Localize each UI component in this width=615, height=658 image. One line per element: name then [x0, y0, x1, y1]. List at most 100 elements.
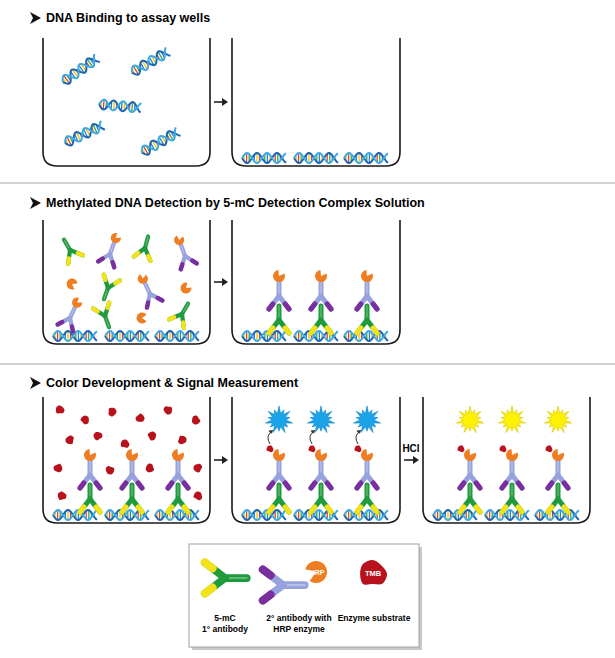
dna-strand	[242, 331, 286, 341]
substrate-label: TMB	[365, 570, 381, 578]
legend-text: 5-mC 1° antibody	[194, 613, 256, 634]
antibody-chain	[185, 253, 197, 266]
primary-antibody	[311, 306, 331, 333]
tmb-substrate	[457, 444, 466, 452]
dna-strand	[344, 153, 388, 163]
primary-antibody	[122, 485, 142, 512]
antibody-chain	[138, 507, 142, 512]
antibody-chain	[181, 323, 186, 328]
antibody-chain	[327, 483, 331, 488]
base-pair	[78, 331, 79, 341]
antibody-chain	[93, 306, 105, 319]
tmb-substrate	[108, 408, 117, 417]
base-pair	[256, 510, 257, 520]
dna-helix	[129, 47, 170, 77]
antibody-chain	[327, 507, 331, 512]
hrp-enzyme	[70, 296, 83, 310]
antibody-chain	[373, 507, 377, 512]
antibody-chain	[279, 320, 289, 333]
antibody-chain	[373, 483, 377, 488]
base-pair	[369, 331, 370, 341]
secondary-antibody	[502, 448, 522, 488]
base-pair	[57, 331, 58, 341]
base-pair	[298, 510, 299, 520]
antibody-chain	[184, 483, 188, 488]
tmb-substrate	[56, 405, 65, 413]
dna-strand	[242, 153, 286, 163]
tmb-substrate	[354, 444, 363, 452]
base-pair	[119, 331, 120, 341]
base-pair	[130, 331, 131, 341]
signal-burst	[498, 406, 525, 433]
antibody-chain	[502, 483, 506, 488]
signal-burst	[265, 406, 292, 433]
antibody-chain	[311, 328, 315, 333]
hrp-enzyme	[170, 448, 186, 463]
assay-well	[43, 397, 210, 523]
secondary-antibody	[548, 448, 568, 488]
tmb-substrate	[92, 430, 104, 441]
base-pair	[348, 331, 349, 341]
bullet-arrow	[30, 377, 41, 389]
base-pair	[358, 153, 359, 163]
antibody-chain	[476, 483, 480, 488]
dna-helix	[60, 54, 100, 86]
section-band: Methylated DNA Detection by 5-mC Detecti…	[0, 190, 615, 360]
antibody-chain	[169, 316, 174, 321]
section-heading: Color Development & Signal Measurement	[46, 376, 298, 391]
primary-antibody	[357, 306, 377, 333]
antibody-chain	[205, 578, 225, 594]
base-pair	[560, 510, 561, 520]
step-arrow	[214, 459, 223, 461]
tmb-substrate	[499, 444, 508, 452]
antibody-chain	[147, 256, 151, 261]
hrp-enzyme	[173, 235, 185, 246]
base-pair	[510, 510, 511, 520]
dna-strand	[53, 510, 97, 520]
antibody-chain	[138, 483, 142, 488]
antibody-chain	[65, 318, 77, 332]
secondary-antibody	[357, 269, 377, 309]
primary-antibody	[502, 485, 522, 512]
dna-helix	[53, 510, 97, 520]
secondary-antibody	[98, 229, 126, 267]
dna-helix	[344, 153, 388, 163]
dna-strand	[53, 510, 97, 520]
antibody-chain	[100, 275, 112, 288]
base-pair	[348, 153, 349, 163]
base-pair	[246, 510, 247, 520]
separator-line	[0, 183, 615, 184]
antibody-chain	[269, 483, 273, 488]
dna-strand	[433, 510, 477, 520]
antibody-chain	[367, 499, 377, 512]
antibody-chain	[564, 507, 568, 512]
dna-strand	[99, 99, 142, 113]
antibody-chain	[106, 254, 118, 267]
primary-antibody	[134, 234, 156, 261]
dna-helix	[63, 121, 105, 148]
secondary-antibody	[269, 448, 289, 488]
antibody-chain	[70, 326, 75, 331]
antibody-chain	[58, 321, 63, 326]
antibody-chain	[269, 328, 273, 333]
dna-helix	[242, 153, 286, 163]
signal-burst	[307, 406, 334, 433]
antibody-chain	[321, 499, 331, 512]
primary-antibody	[168, 485, 188, 512]
dna-helix	[344, 331, 388, 341]
arrow-head	[357, 430, 362, 434]
primary-antibody	[311, 485, 331, 512]
step-arrow	[214, 101, 223, 103]
hrp-enzyme	[137, 274, 148, 284]
hrp-enzyme	[359, 269, 375, 284]
base-pair	[130, 510, 131, 520]
dna-strand	[105, 331, 149, 341]
antibody-chain	[66, 259, 71, 264]
section-band: Color Development & Signal Measurement	[0, 370, 615, 530]
antibody-chain	[158, 297, 163, 302]
primary-antibody	[357, 485, 377, 512]
tmb-substrate	[134, 413, 146, 425]
antibody-chain	[178, 499, 188, 512]
antibody-chain	[311, 507, 315, 512]
base-pair	[256, 331, 257, 341]
